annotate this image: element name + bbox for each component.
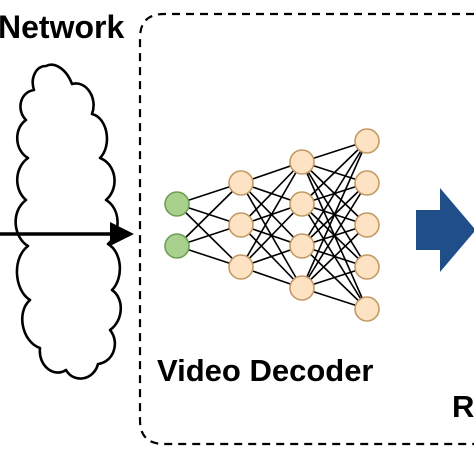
hidden-node (289, 191, 315, 217)
hidden-node (228, 254, 254, 280)
decoder-label: Video Decoder (157, 353, 374, 388)
network-edges (176, 140, 368, 310)
network-edge (301, 140, 368, 289)
hidden-node (289, 149, 315, 175)
network-edge (301, 224, 368, 289)
hidden-node (354, 254, 380, 280)
hidden-node (289, 275, 315, 301)
hidden-node (354, 170, 380, 196)
arrow-right-icon (110, 222, 134, 246)
network-edge (301, 140, 368, 205)
network-edge (301, 140, 368, 247)
hidden-node (228, 212, 254, 238)
network-label: Network (0, 9, 124, 45)
input-node (164, 191, 190, 217)
block-arrow-right-icon (416, 188, 474, 272)
hidden-node (289, 233, 315, 259)
hidden-node (228, 170, 254, 196)
network-edge (176, 182, 242, 247)
network-edge (301, 182, 368, 289)
network-edge (240, 161, 303, 226)
network-edge (240, 161, 303, 268)
input-node (164, 233, 190, 259)
hidden-node (354, 128, 380, 154)
network-nodes (164, 128, 380, 322)
cloud-icon (14, 63, 123, 380)
hidden-node (354, 296, 380, 322)
decoder-box (138, 12, 474, 446)
right-partial-label: R (452, 389, 474, 424)
hidden-node (354, 212, 380, 238)
network-edge (240, 203, 303, 268)
